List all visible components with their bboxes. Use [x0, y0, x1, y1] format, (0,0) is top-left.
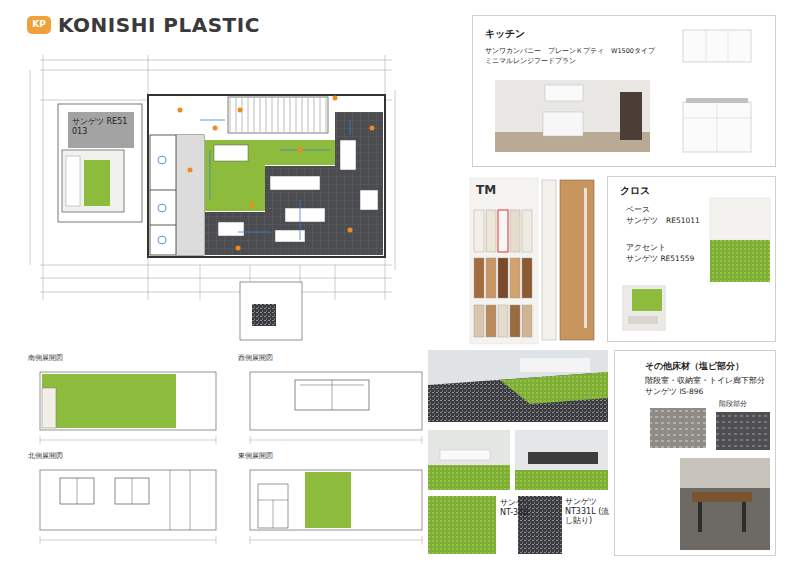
elevation-title: 東側展開図 [238, 453, 298, 461]
elevation-title: 南側展開図 [28, 355, 88, 363]
catalogue-mark: TM [476, 183, 506, 197]
spec-text: 階段部分 [719, 400, 774, 408]
flooring-panel: その他床材（塩ビ部分） 階段室・収納室・トイレ廊下部分サンゲツ IS-896 階段部… [614, 350, 776, 556]
spec-text: サンゲツ IS-896 [645, 387, 765, 396]
spec-text: サンゲツ RE51559 [626, 254, 710, 263]
material-callout: サンゲツ RE51013 [68, 112, 134, 148]
material-label: サンゲツ NT-348 [500, 498, 538, 517]
panel-heading: クロス [620, 185, 700, 197]
logo-mark: KP [29, 19, 49, 30]
panel-heading: キッチン [485, 28, 585, 40]
spec-text: ベース [626, 205, 706, 214]
spec-text: サンワカンパニー プレーンＫプティ W1500タイプ [485, 48, 675, 56]
panel-heading: その他床材（塩ビ部分） [645, 361, 773, 371]
wallcovering-panel: クロスベースサンゲツ RE51011 アクセントサンゲツ RE51559 [607, 176, 776, 342]
spec-text: サンゲツ RE51011 [626, 216, 710, 225]
spec-text: アクセント [626, 243, 706, 252]
spec-text: ミニマルレンジフードプラン [485, 58, 675, 66]
brand-title: KONISHI PLASTIC [58, 13, 260, 37]
elevation-title: 西側展開図 [238, 355, 298, 363]
spec-text: 階段室・収納室・トイレ廊下部分 [645, 376, 773, 385]
material-label: サンゲツ NT331L (流し貼り) [565, 497, 613, 526]
kitchen-panel: キッチンサンワカンパニー プレーンＫプティ W1500タイプミニマルレンジフード… [472, 15, 776, 167]
panel-heading: サンゲツ RE51013 [72, 117, 130, 136]
elevation-title: 北側展開図 [28, 453, 88, 461]
